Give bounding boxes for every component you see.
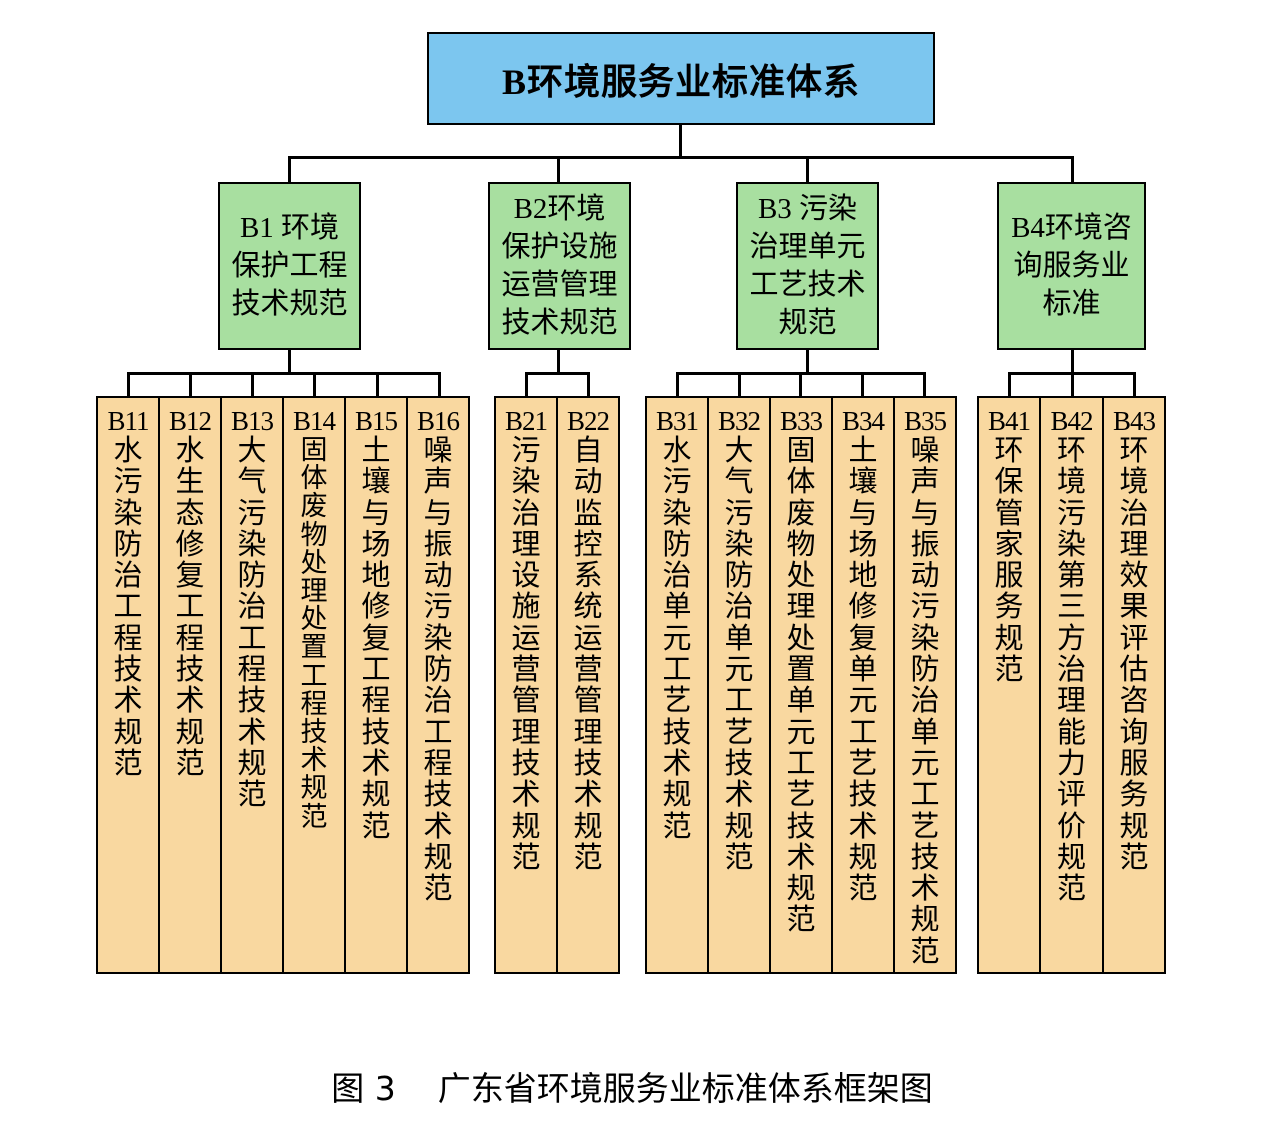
leaf-node-b33-code: B33	[779, 406, 823, 436]
leaf-node-b16-code: B16	[416, 406, 460, 436]
leaf-node-b14-label: 固体废物处理处置工程技术规范	[300, 435, 328, 832]
leaf-node-b21-label: 污染治理设施运营管理技术规范	[511, 435, 541, 874]
leaf-node-b13-label: 大气污染防治工程技术规范	[237, 435, 267, 812]
leaf-node-b34-label: 土壤与场地修复单元工艺技术规范	[848, 435, 878, 906]
leaf-node-b42: B42 环境污染第三方治理能力评价规范	[1039, 396, 1104, 974]
b35-connector	[923, 372, 926, 397]
leaf-node-b13: B13 大气污染防治工程技术规范	[220, 396, 284, 974]
b2-up-connector	[557, 156, 560, 183]
group-node-b3: B3 污染 治理单元 工艺技术 规范	[736, 182, 879, 350]
group-node-b1: B1 环境 保护工程 技术规范	[218, 182, 361, 350]
b1-up-connector	[288, 156, 291, 183]
leaf-node-b12: B12 水生态修复工程技术规范	[158, 396, 222, 974]
b16-connector	[438, 372, 441, 397]
b2-children-horizontal-connector	[525, 372, 590, 375]
b21-connector	[525, 372, 528, 397]
leaf-node-b35-label: 噪声与振动污染防治单元工艺技术规范	[910, 435, 940, 968]
group-node-b2-label: B2环境 保护设施 运营管理 技术规范	[501, 193, 618, 339]
b11-connector	[127, 372, 130, 397]
leaf-node-b33-label: 固体废物处理处置单元工艺技术规范	[786, 435, 816, 937]
leaf-node-b41-label: 环保管家服务规范	[994, 435, 1024, 687]
leaf-node-b12-label: 水生态修复工程技术规范	[175, 435, 205, 780]
leaf-node-b31-code: B31	[655, 406, 699, 436]
b3-down-connector	[806, 349, 809, 374]
leaf-node-b15-label: 土壤与场地修复工程技术规范	[361, 435, 391, 843]
b32-connector	[738, 372, 741, 397]
b42-connector	[1071, 372, 1074, 397]
leaf-node-b43: B43 环境治理效果评估咨询服务规范	[1102, 396, 1166, 974]
leaf-node-b43-code: B43	[1112, 406, 1156, 436]
b33-connector	[799, 372, 802, 397]
group-node-b4-label: B4环境咨 询服务业 标准	[1011, 212, 1132, 320]
b1-down-connector	[288, 349, 291, 374]
leaf-node-b41: B41 环保管家服务规范	[977, 396, 1041, 974]
b41-connector	[1008, 372, 1011, 397]
leaf-node-b13-code: B13	[230, 406, 274, 436]
root-node: B环境服务业标准体系	[427, 32, 935, 125]
b4-up-connector	[1071, 156, 1074, 183]
b1-children-horizontal-connector	[127, 372, 441, 375]
leaf-node-b31-label: 水污染防治单元工艺技术规范	[662, 435, 692, 843]
leaf-node-b43-label: 环境治理效果评估咨询服务规范	[1119, 435, 1149, 874]
leaf-node-b35-code: B35	[903, 406, 947, 436]
leaf-node-b33: B33 固体废物处理处置单元工艺技术规范	[769, 396, 833, 974]
b31-connector	[676, 372, 679, 397]
b15-connector	[376, 372, 379, 397]
root-down-connector	[679, 125, 682, 158]
b22-connector	[587, 372, 590, 397]
leaf-node-b15: B15 土壤与场地修复工程技术规范	[344, 396, 408, 974]
leaf-node-b34-code: B34	[841, 406, 885, 436]
leaf-node-b21: B21 污染治理设施运营管理技术规范	[494, 396, 558, 974]
leaf-node-b32-label: 大气污染防治单元工艺技术规范	[724, 435, 754, 874]
leaf-node-b15-code: B15	[354, 406, 398, 436]
root-node-label: B环境服务业标准体系	[501, 61, 860, 102]
b4-down-connector	[1071, 349, 1074, 374]
leaf-node-b32-code: B32	[717, 406, 761, 436]
b14-connector	[313, 372, 316, 397]
leaf-node-b32: B32 大气污染防治单元工艺技术规范	[707, 396, 771, 974]
b13-connector	[251, 372, 254, 397]
b34-connector	[861, 372, 864, 397]
leaf-node-b22: B22 自动监控系统运营管理技术规范	[556, 396, 620, 974]
group-node-b1-label: B1 环境 保护工程 技术规范	[231, 212, 348, 320]
level1-horizontal-connector	[288, 156, 1074, 159]
leaf-node-b22-code: B22	[566, 406, 610, 436]
leaf-node-b16-label: 噪声与振动污染防治工程技术规范	[423, 435, 453, 906]
leaf-node-b12-code: B12	[168, 406, 212, 436]
leaf-node-b35: B35 噪声与振动污染防治单元工艺技术规范	[893, 396, 957, 974]
group-node-b4: B4环境咨 询服务业 标准	[997, 182, 1146, 350]
leaf-node-b16: B16 噪声与振动污染防治工程技术规范	[406, 396, 470, 974]
leaf-node-b11-label: 水污染防治工程技术规范	[113, 435, 143, 780]
leaf-node-b31: B31 水污染防治单元工艺技术规范	[645, 396, 709, 974]
leaf-node-b42-code: B42	[1050, 406, 1093, 436]
b43-connector	[1133, 372, 1136, 397]
leaf-node-b21-code: B21	[504, 406, 548, 436]
leaf-node-b14: B14 固体废物处理处置工程技术规范	[282, 396, 346, 974]
leaf-node-b42-label: 环境污染第三方治理能力评价规范	[1056, 435, 1086, 906]
group-node-b3-label: B3 污染 治理单元 工艺技术 规范	[749, 193, 866, 339]
group-node-b2: B2环境 保护设施 运营管理 技术规范	[488, 182, 631, 350]
b12-connector	[189, 372, 192, 397]
leaf-node-b11-code: B11	[107, 406, 149, 436]
b3-up-connector	[806, 156, 809, 183]
leaf-node-b41-code: B41	[987, 406, 1031, 436]
leaf-node-b34: B34 土壤与场地修复单元工艺技术规范	[831, 396, 895, 974]
figure-caption: 图 3 广东省环境服务业标准体系框架图	[331, 1069, 933, 1108]
leaf-node-b22-label: 自动监控系统运营管理技术规范	[573, 435, 603, 874]
b2-down-connector	[557, 349, 560, 374]
leaf-node-b14-code: B14	[292, 406, 336, 436]
leaf-node-b11: B11 水污染防治工程技术规范	[96, 396, 160, 974]
